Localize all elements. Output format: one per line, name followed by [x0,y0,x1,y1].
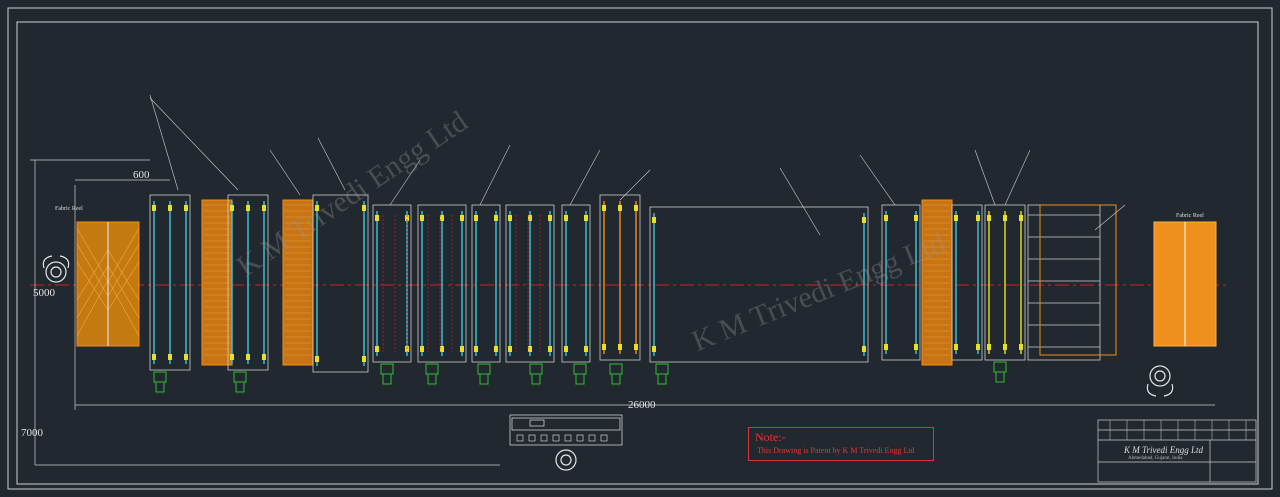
wash-unit-4 [505,204,555,363]
winder-unit [984,204,1026,361]
motor-icon [609,363,623,385]
operator-icon-panel [555,449,577,471]
dim-height-left: 5000 [33,287,56,299]
wash-unit-2 [417,204,467,363]
padder-stack-1 [201,199,233,366]
dim-overall-length: 26000 [628,399,656,411]
panel-button [576,434,584,442]
motor-icon [425,363,439,385]
patent-note: Note:- This Drawing is Patent by K M Tri… [748,427,934,461]
panel-button [540,434,548,442]
leader-line [1094,204,1126,231]
leader-line [389,159,421,206]
cooling-unit [951,204,983,361]
left-fabric-reel [76,221,140,347]
note-title: Note:- [755,430,786,444]
leader-line [149,94,179,191]
tension-unit [881,204,921,361]
leader-line [317,137,346,191]
dim-overall-height: 7000 [21,427,44,439]
inner-border [16,21,1259,485]
title-block [1097,419,1257,483]
title-address: Ahmedabad, Gujarat, India [1128,456,1183,461]
right-fabric-reel [1153,221,1217,347]
leader-line [1004,149,1031,206]
motor-icon [477,363,491,385]
unwinder-frame-1 [149,194,191,371]
leader-line [569,149,601,206]
panel-button [528,434,536,442]
unwinder-frame-2 [227,194,269,371]
leader-line [619,169,651,201]
wash-unit-5 [561,204,591,363]
leader-line [779,167,821,236]
panel-button [564,434,572,442]
fabric-reel-left-label: Fabric Reel [55,206,83,212]
padder-stack-2 [282,199,314,366]
operator-icon-left [42,255,70,283]
dim-width-top: 600 [133,169,150,181]
dye-unit [599,194,641,361]
batching-frame [1027,204,1101,361]
accumulator-frame [312,194,369,373]
motor-icon [573,363,587,385]
padder-stack-3 [921,199,953,366]
leader-line [479,144,511,206]
operator-icon-right [1146,365,1174,397]
drying-chamber [649,206,869,363]
leader-line [149,97,239,191]
motor-icon [233,371,247,393]
control-panel [509,414,623,446]
leader-line [269,149,301,196]
panel-button [588,434,596,442]
motor-icon [380,363,394,385]
motor-icon [993,361,1007,383]
leader-line [859,154,896,206]
leader-line [974,149,996,206]
machine-modules [149,94,1126,393]
panel-button [516,434,524,442]
panel-button [552,434,560,442]
fabric-reel-right-label: Fabric Reel [1176,213,1204,219]
dimension-lines [30,159,1215,466]
title-company: K M Trivedi Engg Ltd [1124,445,1204,455]
motor-icon [529,363,543,385]
motor-icon [655,363,669,385]
outer-border [7,7,1273,490]
wash-unit-3 [471,204,501,363]
motor-icon [153,371,167,393]
panel-button [600,434,608,442]
wash-unit-1 [372,204,412,363]
note-text: This Drawing is Patent by K M Trivedi En… [757,446,915,455]
